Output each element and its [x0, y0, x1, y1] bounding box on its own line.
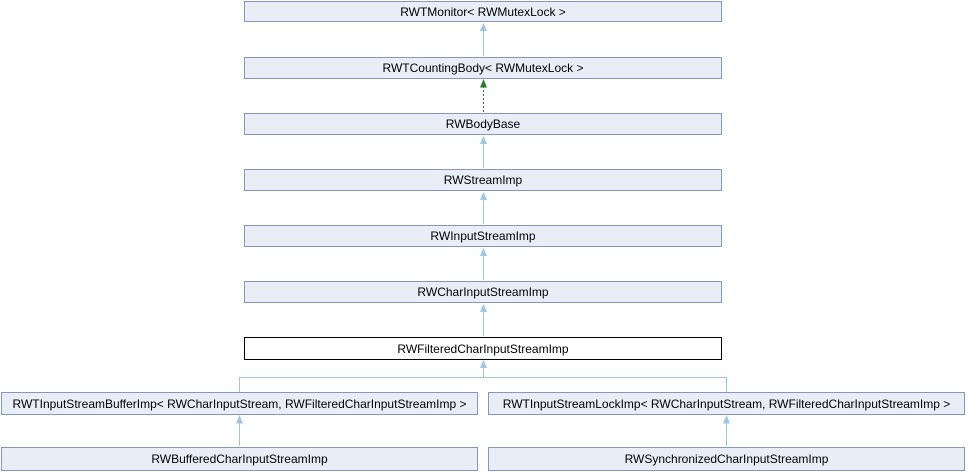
- class-node-rwfilteredcharinputstreamimp: RWFilteredCharInputStreamImp: [244, 337, 722, 360]
- edge-streamimp-to-bodybase: [480, 136, 487, 168]
- class-node-rwtinputstreambufferimp[interactable]: RWTInputStreamBufferImp< RWCharInputStre…: [1, 392, 478, 415]
- edge-children-bracket: [239, 360, 727, 392]
- edge-countingbody-to-monitor: [480, 23, 487, 56]
- edge-synchronized-to-lockimp: [723, 415, 730, 446]
- edge-filtered-to-charinputstreamimp: [480, 304, 487, 336]
- edge-inputstreamimp-to-streamimp: [480, 192, 487, 224]
- class-node-rwinputstreamimp[interactable]: RWInputStreamImp: [244, 225, 722, 247]
- edge-charinputstreamimp-to-inputstreamimp: [480, 248, 487, 280]
- class-node-rwtcountingbody[interactable]: RWTCountingBody< RWMutexLock >: [244, 57, 722, 79]
- edge-bodybase-to-countingbody: [480, 79, 487, 112]
- class-node-rwbufferedcharinputstreamimp[interactable]: RWBufferedCharInputStreamImp: [1, 447, 478, 471]
- class-node-rwbodybase[interactable]: RWBodyBase: [244, 113, 722, 135]
- class-node-rwtmonitor[interactable]: RWTMonitor< RWMutexLock >: [244, 1, 722, 22]
- class-node-rwstreamimp[interactable]: RWStreamImp: [244, 169, 722, 191]
- class-node-rwsynchronizedcharinputstreamimp[interactable]: RWSynchronizedCharInputStreamImp: [488, 447, 965, 471]
- class-node-rwcharinputstreamimp[interactable]: RWCharInputStreamImp: [244, 281, 722, 303]
- class-node-rwtinputstreamlockimp[interactable]: RWTInputStreamLockImp< RWCharInputStream…: [488, 392, 965, 415]
- edge-buffered-to-bufferimp: [236, 415, 243, 446]
